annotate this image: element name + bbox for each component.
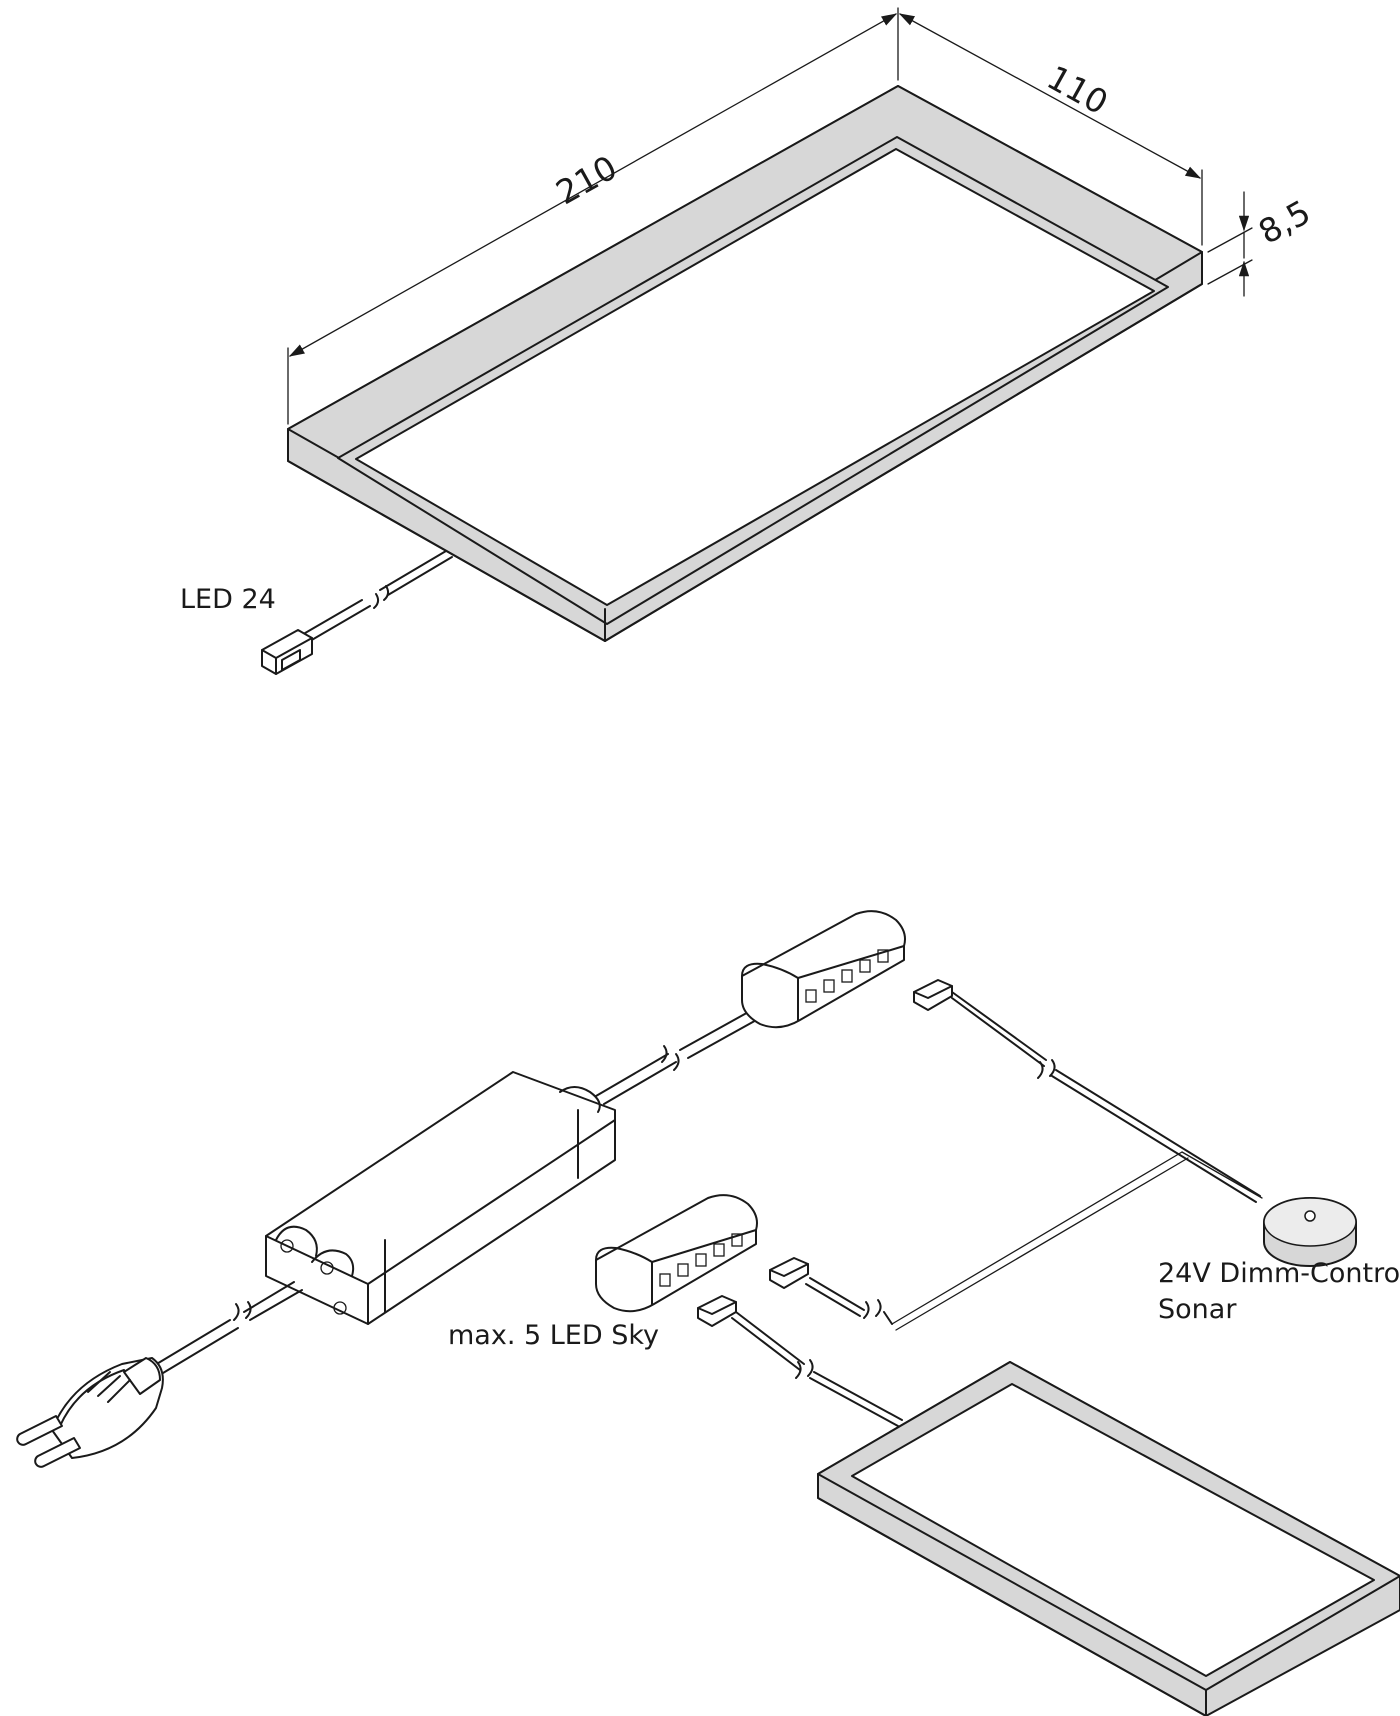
label-max-led: max. 5 LED Sky [448,1320,659,1351]
label-controller-line2: Sonar [1158,1294,1237,1325]
plug-pin-upper [16,1415,63,1446]
cable-psu-to-distributor [595,1009,761,1105]
distributor-top-ports [805,949,889,1003]
distributor-lower [595,1194,758,1313]
dimension-height-label: 8,5 [1252,192,1317,252]
bottom-led-panel [817,1361,1400,1716]
top-led-panel [287,85,1203,642]
mains-cable [149,1281,303,1377]
dimension-length-label: 210 [549,148,623,213]
cable-to-lower-panel [697,1295,903,1427]
top-connector [261,629,313,675]
label-controller-line1: 24V Dimm-Controller [1158,1258,1400,1289]
top-cable [261,550,453,675]
label-led24: LED 24 [180,584,276,615]
power-supply [265,1071,616,1325]
distributor-lower-ports [659,1233,743,1287]
plug-pin-lower [34,1437,81,1468]
distributor-top [741,910,906,1029]
cable-sonar-lower [769,1151,1263,1331]
sonar-controller [1263,1197,1357,1267]
dimension-height: 8,5 [1207,191,1317,297]
bottom-panel-diffuser [851,1383,1375,1677]
euro-plug [16,1357,164,1468]
dimension-width-label: 110 [1041,58,1115,123]
cable-sonar-upper [913,979,1261,1203]
